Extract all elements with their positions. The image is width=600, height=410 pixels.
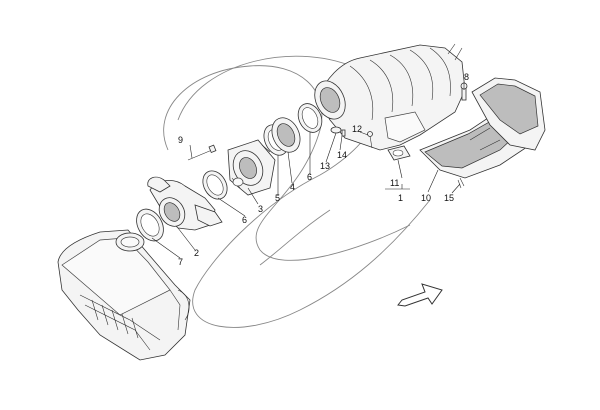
- clamp-ring-6-left: [202, 170, 228, 200]
- clamp-ring-7: [136, 208, 164, 242]
- callout-7: 7: [178, 257, 183, 267]
- callout-6-right: 6: [307, 172, 312, 182]
- adapter-ring-4: [271, 117, 301, 153]
- assembly-guide-lines: [163, 55, 431, 328]
- callout-4: 4: [290, 182, 295, 192]
- callout-1: 1: [398, 193, 403, 203]
- callout-11: 11: [390, 178, 399, 188]
- leader-lines: [151, 82, 465, 259]
- small-fasteners: [330, 126, 411, 161]
- callout-15: 15: [444, 193, 454, 203]
- callout-14: 14: [337, 150, 347, 160]
- clip-15: [457, 177, 465, 189]
- callout-13: 13: [320, 161, 330, 171]
- callout-9: 9: [178, 135, 183, 145]
- callout-3: 3: [258, 204, 263, 214]
- intake-duct-2: [147, 176, 223, 231]
- air-filter-box: [57, 229, 191, 361]
- callout-2: 2: [194, 248, 199, 258]
- forward-arrow-icon: [397, 283, 443, 307]
- intake-manifold: [314, 43, 466, 151]
- callout-10: 10: [421, 193, 431, 203]
- callout-12: 12: [352, 124, 362, 134]
- callout-labels: 1 2 3 4 5 6 6 7 8 9 10 11 12 13 14 15: [178, 72, 469, 267]
- callout-5: 5: [275, 193, 280, 203]
- throttle-body-3: [227, 139, 276, 196]
- heat-shield-cover: [471, 77, 546, 151]
- clamp-ring-6-right: [297, 103, 323, 133]
- callout-6-left: 6: [242, 215, 247, 225]
- bolt-9: [187, 144, 217, 161]
- callout-8: 8: [464, 72, 469, 82]
